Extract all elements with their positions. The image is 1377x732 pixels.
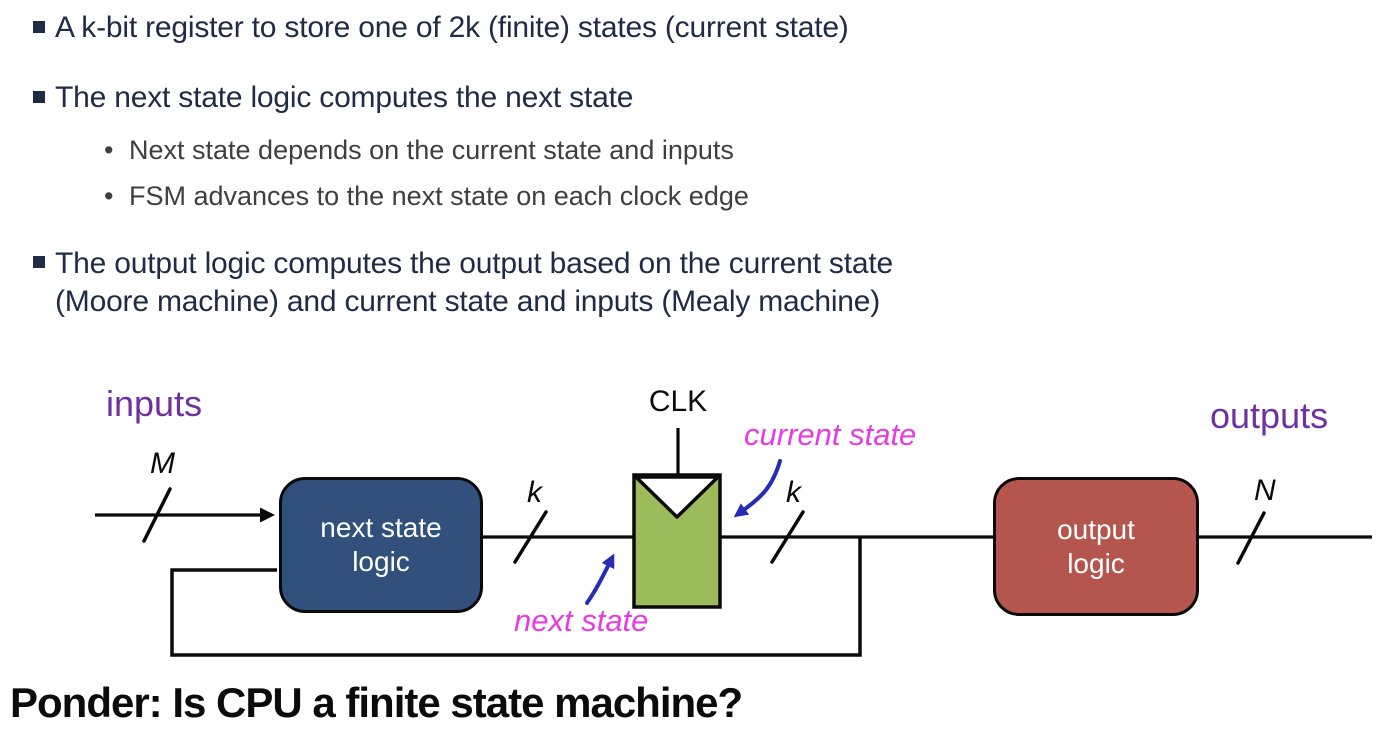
bullet-text-line1: The output logic computes the output bas… — [55, 247, 893, 280]
sub-bullet-text: FSM advances to the next state on each c… — [129, 181, 749, 211]
bus-width-n-label: N — [1254, 474, 1276, 507]
next-state-logic-label-line1: next state — [320, 512, 442, 543]
next-state-pointer-arrow-icon — [585, 553, 615, 605]
clk-label: CLK — [648, 385, 708, 418]
round-bullet-icon: • — [104, 181, 114, 211]
sub-bullet-text: Next state depends on the current state … — [129, 135, 734, 165]
bullet-text-line2: (Moore machine) and current state and in… — [55, 285, 881, 318]
inputs-label: inputs — [106, 383, 203, 424]
sub-bullet-item: • FSM advances to the next state on each… — [104, 180, 749, 212]
current-state-annotation: current state — [744, 417, 917, 452]
bullet-item: The next state logic computes the next s… — [33, 80, 633, 116]
bus-slash-m-icon — [142, 487, 172, 543]
bus-width-k-left-label: k — [527, 476, 542, 509]
bus-slash-n-icon — [1236, 511, 1266, 565]
output-logic-label-line1: output — [1057, 513, 1135, 545]
output-logic-label-line2: logic — [1067, 547, 1125, 579]
next-state-logic-box: next state logic — [279, 477, 483, 613]
bullet-item: A k-bit register to store one of 2k (fin… — [33, 10, 849, 46]
current-state-pointer-arrow-icon — [733, 459, 782, 518]
bus-width-m-label: M — [150, 447, 175, 480]
sub-bullet-item: • Next state depends on the current stat… — [104, 134, 734, 166]
square-bullet-icon — [33, 91, 45, 103]
round-bullet-icon: • — [104, 135, 114, 165]
bullet-text: A k-bit register to store one of 2k (fin… — [55, 11, 849, 44]
bus-slash-k-right-icon — [770, 510, 805, 564]
feedback-wire — [170, 537, 862, 657]
clock-edge-wedge-icon — [634, 475, 720, 519]
bus-slash-k-left-icon — [513, 510, 548, 564]
bus-width-k-right-label: k — [786, 476, 801, 509]
ponder-question: Ponder: Is CPU a finite state machine? — [10, 679, 743, 726]
square-bullet-icon — [33, 256, 45, 268]
next-state-annotation: next state — [514, 603, 649, 638]
bullet-text: The output logic computes the output bas… — [55, 245, 893, 321]
bullet-text: The next state logic computes the next s… — [55, 81, 634, 114]
square-bullet-icon — [33, 21, 45, 33]
next-state-logic-label-line2: logic — [352, 546, 410, 577]
output-logic-box: output logic — [993, 477, 1199, 616]
outputs-label: outputs — [1210, 395, 1329, 436]
bullet-item: The output logic computes the output bas… — [33, 245, 1213, 321]
